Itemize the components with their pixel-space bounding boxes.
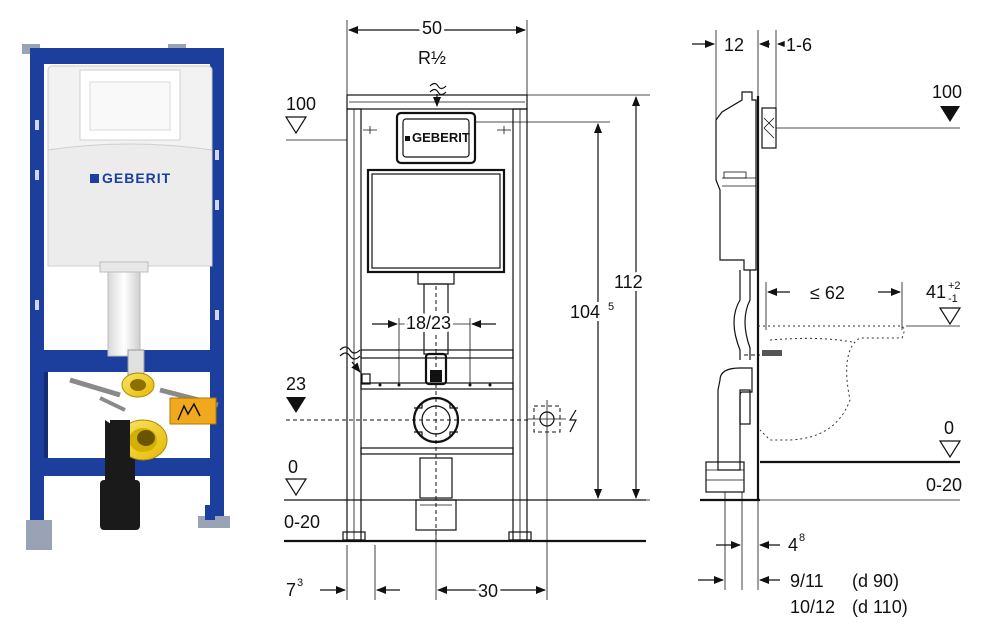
dim-bottom-width: 30 [478,581,498,601]
level-100-front: 100 [286,94,316,114]
svg-text:5: 5 [608,301,614,313]
electric-icon [568,409,577,433]
dim-center-spacing: 18/23 [406,313,451,333]
inlet-water-icon [429,82,447,96]
geberit-logo: GEBERIT [102,170,171,186]
svg-text:7: 7 [286,580,296,600]
dim-bottom-offset: 4 8 [788,532,805,555]
frame-top-rail [30,48,224,64]
dim-bottom-left: 7 3 [286,577,303,600]
geberit-logo-square [90,174,99,183]
floor-range-front: 0-20 [284,512,320,532]
dim-pipe-1: 9/11 [790,571,824,591]
dim-height-total: 112 [614,272,643,292]
dim-pipe-2: 10/12 [790,597,835,617]
water-supply-icon [339,346,361,360]
dim-pipe-dia-2: (d 110) [852,597,908,617]
product-photo: GEBERIT [22,44,230,550]
dim-height-inner: 104 5 [567,299,614,325]
level-0-side: 0 [944,418,954,438]
svg-text:+2: +2 [948,280,961,292]
dim-inlet-thread: R½ [418,48,446,68]
svg-text:3: 3 [297,577,303,589]
level-bowl-height: 41 +2 -1 [926,280,961,305]
level-100-side: 100 [932,82,962,102]
dim-depth-top: 12 [724,35,744,55]
dim-depth-adjust: 1-6 [786,35,812,55]
dim-bowl-reach: ≤ 62 [810,283,845,303]
frame-left-post [30,52,44,522]
side-view: 12 1-6 100 ≤ 62 41 +2 -1 0 0-20 4 8 [692,30,962,617]
svg-text:8: 8 [799,532,805,544]
dim-pipe-dia-1: (d 90) [852,571,899,591]
dim-width-top: 50 [422,18,442,38]
level-23-front: 23 [286,374,306,394]
svg-text:104: 104 [570,302,600,322]
floor-range-side: 0-20 [926,475,962,495]
warning-label [169,397,217,425]
svg-text:4: 4 [788,535,798,555]
svg-text:-1: -1 [948,293,958,305]
level-0-front: 0 [288,457,298,477]
panel-logo: GEBERIT [412,130,470,145]
svg-text:41: 41 [926,282,946,302]
front-view: GEBERIT [284,15,650,604]
